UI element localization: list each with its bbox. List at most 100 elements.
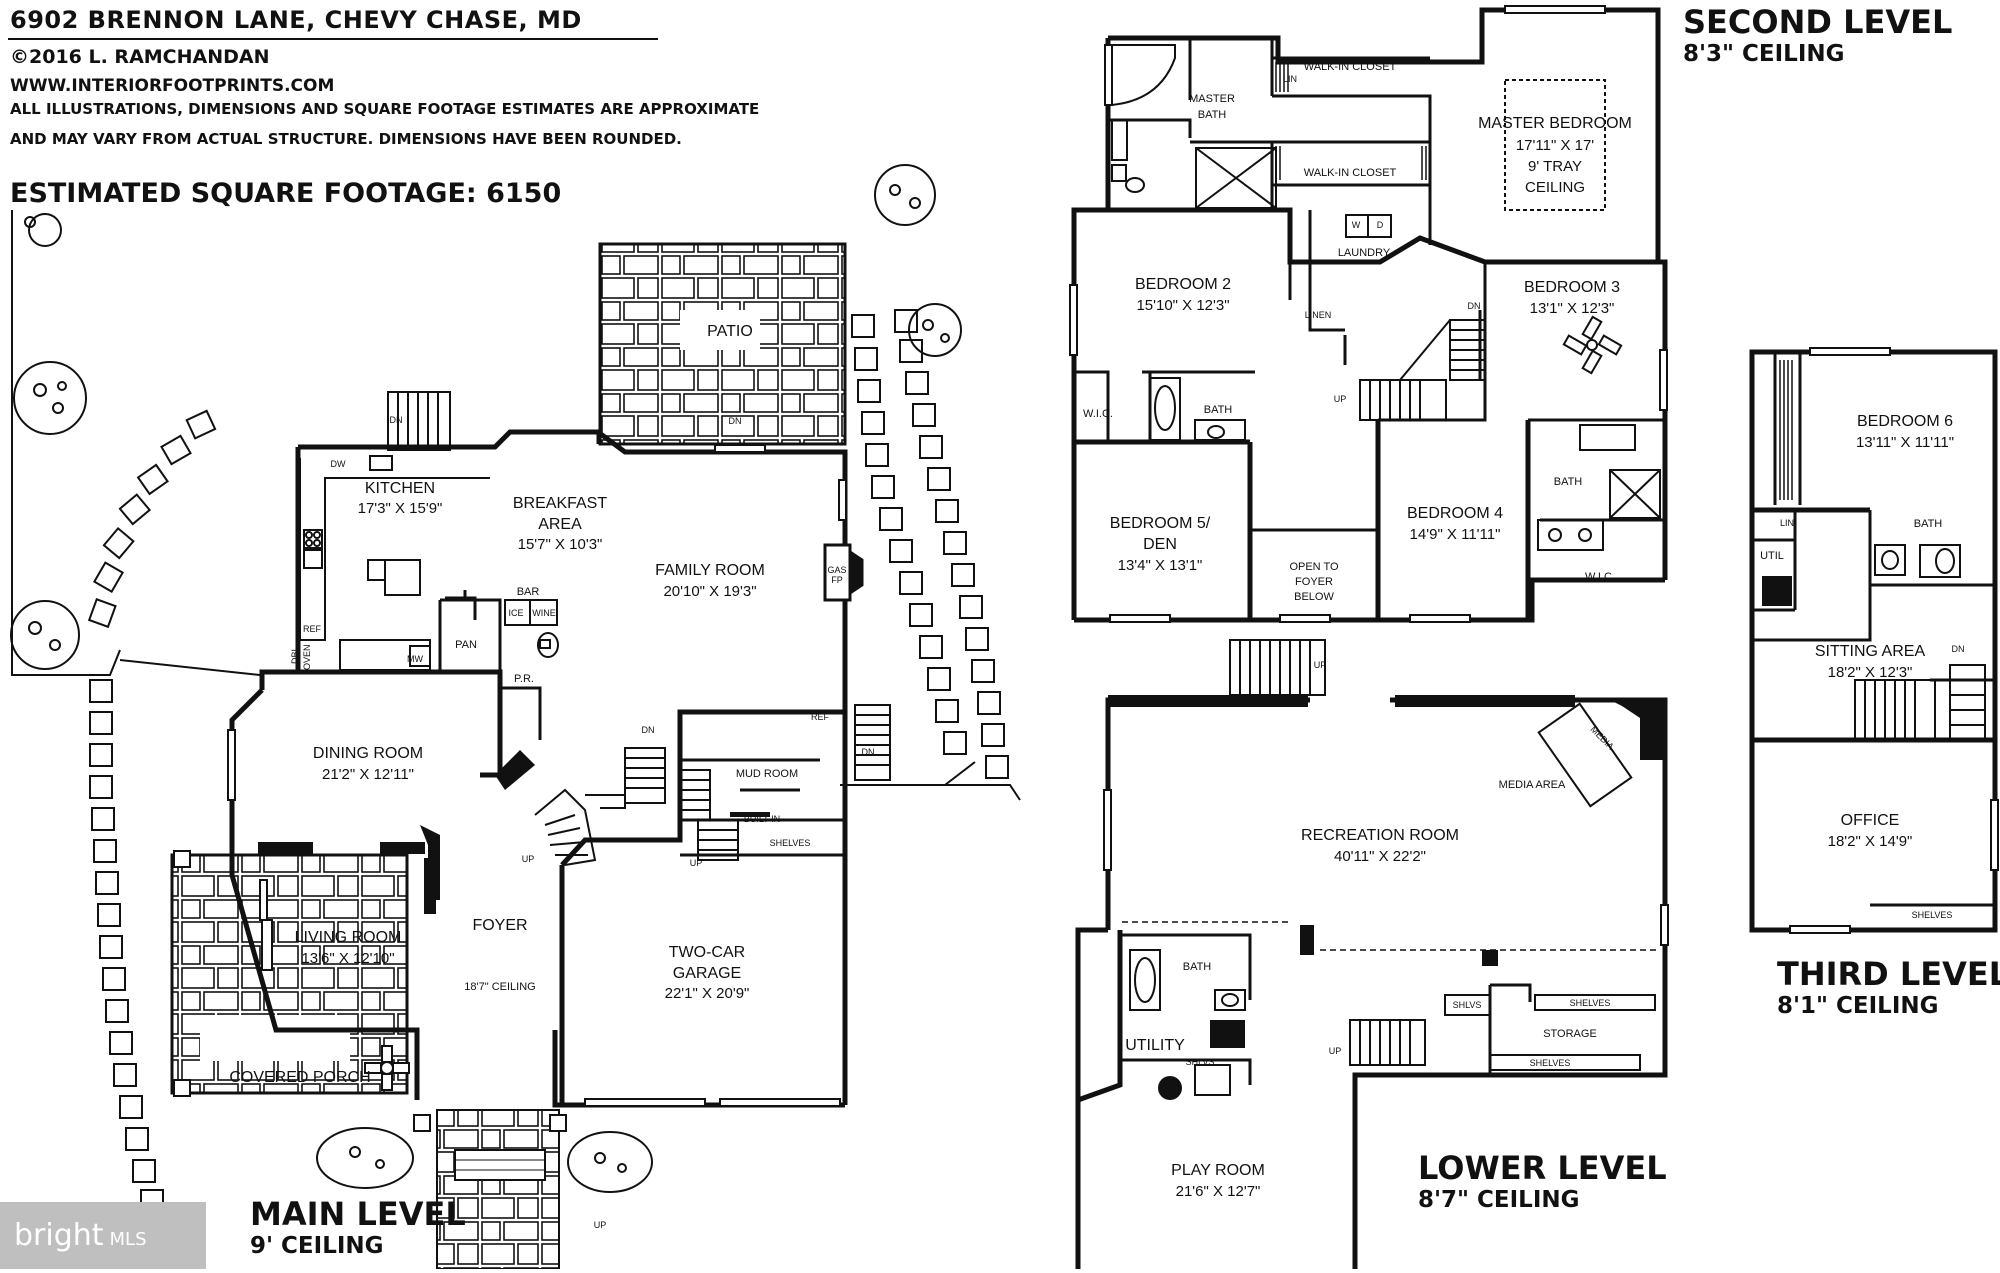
side-dn-label: DN: [862, 747, 875, 757]
main-level-plan: [170, 242, 891, 1269]
media-cabinet-label: MEDIA: [1589, 724, 1616, 751]
master-bedroom-label: MASTER BEDROOM: [1478, 115, 1632, 132]
main-level-name: MAIN LEVEL: [250, 1195, 466, 1233]
header-rule: [8, 38, 658, 40]
third-level-title: THIRD LEVEL 8'1" CEILING: [1777, 956, 2000, 1020]
media-area-label: MEDIA AREA: [1499, 779, 1566, 791]
bedroom-5-label-1: BEDROOM 5/: [1110, 515, 1211, 532]
play-room-label: PLAY ROOM: [1171, 1162, 1265, 1179]
garage-shelves-label: SHELVES: [770, 838, 811, 848]
tree-icon: [13, 361, 87, 435]
garage-up-label: UP: [690, 858, 703, 868]
bedroom-3-dim: 13'1" X 12'3": [1530, 300, 1615, 317]
powder-room-label: P.R.: [514, 673, 534, 685]
family-room-dim: 20'10" X 19'3": [663, 583, 756, 600]
dining-room-label: DINING ROOM: [313, 745, 423, 762]
garage-label-1: TWO-CAR: [669, 944, 745, 961]
bedroom-2-dim: 15'10" X 12'3": [1136, 297, 1229, 314]
second-up-label: UP: [1334, 394, 1347, 404]
dryer-label: D: [1377, 220, 1384, 230]
washer-label: W: [1352, 220, 1361, 230]
bath-3-label: BATH: [1554, 476, 1583, 488]
dbl-label: DBL: [290, 646, 300, 664]
lower-bath-label: BATH: [1183, 961, 1212, 973]
storage-shelves-bottom: SHELVES: [1530, 1058, 1571, 1068]
linen-label: LINEN: [1305, 310, 1332, 320]
sitting-area-dim: 18'2" X 12'3": [1828, 664, 1913, 681]
disclaimer-line-2: AND MAY VARY FROM ACTUAL STRUCTURE. DIME…: [10, 130, 682, 148]
recreation-room-dim: 40'11" X 22'2": [1334, 848, 1426, 865]
storage-shlvs-label: SHLVS: [1453, 1000, 1482, 1010]
stone-path-right: [851, 309, 1009, 779]
second-dn-label: DN: [1468, 301, 1481, 311]
front-walk: [436, 1109, 560, 1269]
breakfast-label-2: AREA: [538, 516, 582, 533]
second-level-labels: MASTER BATH WALK-IN CLOSET WALK-IN CLOSE…: [1083, 61, 1632, 603]
garage-dim: 22'1" X 20'9": [665, 985, 750, 1002]
bar-label: BAR: [517, 586, 540, 598]
ref-label: REF: [303, 624, 322, 634]
lower-level-name: LOWER LEVEL: [1418, 1149, 1667, 1187]
bedroom-6-dim: 13'11" X 11'11": [1856, 434, 1954, 451]
stone-path-left: [87, 409, 217, 1213]
mud-ref-label: REF: [811, 712, 830, 722]
watermark-brand: bright: [14, 1218, 104, 1253]
tree-icon: [567, 1131, 653, 1193]
gas-label: GAS: [827, 565, 846, 575]
office-label: OFFICE: [1841, 812, 1900, 829]
patio-label: PATIO: [707, 323, 753, 340]
foyer-label: FOYER: [472, 917, 527, 934]
master-tray-line-1: 9' TRAY: [1528, 158, 1582, 175]
porch-label: COVERED PORCH: [229, 1069, 370, 1086]
fp-label: FP: [831, 575, 843, 585]
website-line: WWW.INTERIORFOOTPRINTS.COM: [10, 76, 335, 96]
breakfast-dim: 15'7" X 10'3": [518, 536, 603, 553]
storage-label: STORAGE: [1543, 1028, 1597, 1040]
copyright-line: ©2016 L. RAMCHANDAN: [10, 46, 270, 68]
main-stairs: [534, 704, 891, 866]
main-level-title: MAIN LEVEL 9' CEILING: [250, 1196, 466, 1260]
master-tray-line-2: CEILING: [1525, 179, 1585, 196]
main-level-labels: PATIO KITCHEN 17'3" X 15'9" BREAKFAST AR…: [229, 323, 874, 1230]
dw-label: DW: [331, 459, 346, 469]
lower-level-labels: RECREATION ROOM 40'11" X 22'2" MEDIA ARE…: [1125, 660, 1616, 1200]
bedroom-4-dim: 14'9" X 11'11": [1410, 526, 1501, 543]
kitchen-dim: 17'3" X 15'9": [358, 500, 443, 517]
storage-shelves-top: SHELVES: [1570, 998, 1611, 1008]
bedroom-6-label: BEDROOM 6: [1857, 413, 1953, 430]
master-bath-label-2: BATH: [1198, 109, 1227, 121]
landscaping: [10, 164, 1021, 1213]
office-shelves-label: SHELVES: [1912, 910, 1953, 920]
bedroom-3-label: BEDROOM 3: [1524, 279, 1620, 296]
tree-icon: [316, 1127, 414, 1189]
util-label: UTIL: [1760, 550, 1784, 562]
utility-label: UTILITY: [1125, 1037, 1185, 1054]
kitchen-counters: [299, 455, 490, 671]
second-level-title: SECOND LEVEL 8'3" CEILING: [1683, 4, 1952, 68]
family-room-label: FAMILY ROOM: [655, 562, 765, 579]
tree-icon: [10, 600, 80, 670]
sitting-area-label: SITTING AREA: [1815, 643, 1926, 660]
walk-up-label: UP: [594, 1220, 607, 1230]
third-lin-label: LIN: [1780, 518, 1794, 528]
play-room-dim: 21'6" X 12'7": [1176, 1183, 1261, 1200]
watermark-suffix: MLS: [109, 1229, 147, 1250]
dining-room-dim: 21'2" X 12'11": [322, 766, 414, 783]
square-footage: ESTIMATED SQUARE FOOTAGE: 6150: [10, 178, 562, 209]
wine-label: WINE: [532, 608, 556, 618]
lower-level-title: LOWER LEVEL 8'7" CEILING: [1418, 1150, 1667, 1214]
third-level-plan: [1749, 347, 1999, 934]
patio-dn-label: DN: [729, 416, 742, 426]
bath-6-label: BATH: [1914, 518, 1943, 530]
bedroom-2-label: BEDROOM 2: [1135, 276, 1231, 293]
built-in-label: BUILT-IN: [744, 814, 780, 824]
property-address: 6902 BRENNON LANE, CHEVY CHASE, MD: [10, 6, 582, 34]
third-level-ceiling: 8'1" CEILING: [1777, 993, 1939, 1019]
second-level-plan: [1069, 5, 1668, 623]
lower-up-label: UP: [1314, 660, 1327, 670]
deck-dn-label: DN: [390, 415, 403, 425]
recreation-room-label: RECREATION ROOM: [1301, 827, 1459, 844]
ceiling-fan-icon: [364, 1045, 410, 1091]
